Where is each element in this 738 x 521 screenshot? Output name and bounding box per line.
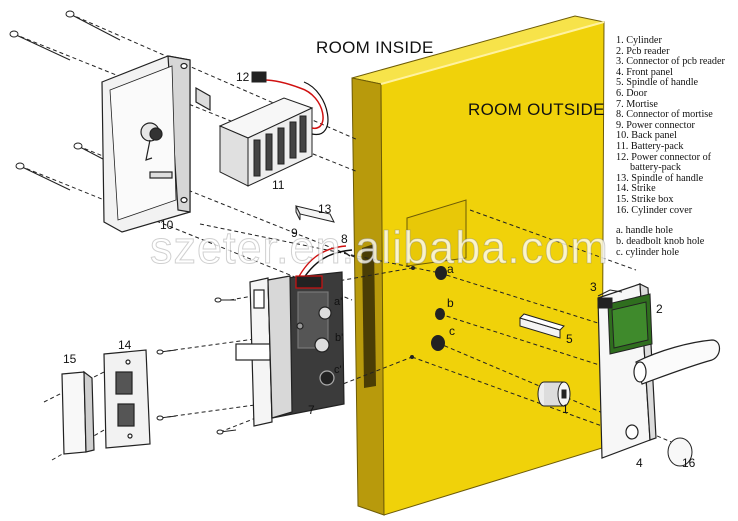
legend-item: 8. Connector of mortise bbox=[616, 109, 713, 121]
legend-item: 13. Spindle of handle bbox=[616, 172, 704, 184]
part-label-3: 3 bbox=[590, 280, 597, 294]
part-label-11: 11 bbox=[272, 178, 285, 192]
cylinder-cover bbox=[667, 437, 693, 467]
hole-legend-item: b. deadbolt knob hole bbox=[616, 235, 705, 247]
spindle-of-handle-13 bbox=[295, 205, 335, 223]
hole-label-a: a bbox=[447, 262, 454, 276]
room-outside-heading: ROOM OUTSIDE bbox=[468, 100, 605, 119]
legend-item: 14. Strike bbox=[616, 183, 656, 195]
battery-pack bbox=[218, 71, 329, 187]
mortise-slot bbox=[362, 244, 376, 388]
legend-item: 1. Cylinder bbox=[616, 35, 662, 46]
legend-item: 6. Door bbox=[616, 87, 648, 99]
pcb-reader bbox=[597, 289, 653, 355]
strike bbox=[103, 349, 151, 449]
part-label-4: 4 bbox=[636, 456, 643, 470]
part-label-13: 13 bbox=[318, 202, 332, 216]
part-label-15: 15 bbox=[63, 352, 77, 366]
hole-legend-item: a. handle hole bbox=[616, 225, 673, 236]
legend-item: 9. Power connector bbox=[616, 119, 695, 131]
part-label-16: 16 bbox=[682, 456, 696, 470]
cylinder bbox=[537, 381, 571, 407]
legend-item: 15. Strike box bbox=[616, 193, 674, 205]
door-edge-cutout bbox=[406, 199, 467, 267]
part-label-8: 8 bbox=[341, 232, 348, 246]
room-inside-heading: ROOM INSIDE bbox=[316, 38, 434, 57]
legend-item-continuation: battery-pack bbox=[630, 162, 681, 174]
legend-item: 12. Power connector of bbox=[616, 151, 712, 163]
box-label-b: b' bbox=[335, 332, 344, 344]
box-label-c: c' bbox=[334, 364, 342, 376]
part-label-5: 5 bbox=[566, 332, 573, 346]
hole-label-c: c bbox=[449, 324, 455, 338]
legend-item: 16. Cylinder cover bbox=[616, 204, 693, 216]
legend-item: 5. Spindle of handle bbox=[616, 77, 699, 89]
part-label-2: 2 bbox=[656, 302, 663, 316]
legend-item: 10. Back panel bbox=[616, 130, 677, 142]
strike-box bbox=[61, 370, 95, 455]
legend-item: 3. Connector of pcb reader bbox=[616, 56, 725, 68]
parts-legend: 1. Cylinder 2. Pcb reader 3. Connector o… bbox=[616, 35, 738, 216]
part-label-12: 12 bbox=[236, 70, 250, 84]
spindle-of-handle-5 bbox=[519, 313, 565, 339]
legend-item: 2. Pcb reader bbox=[616, 45, 670, 57]
hole-legend-item: c. cylinder hole bbox=[616, 246, 680, 258]
hole-label-b: b bbox=[447, 296, 454, 310]
part-label-1: 1 bbox=[562, 402, 569, 416]
screws bbox=[9, 10, 237, 435]
box-label-a: a' bbox=[334, 296, 343, 308]
legend-item: 4. Front panel bbox=[616, 66, 673, 78]
mortise bbox=[235, 271, 345, 427]
back-panel bbox=[101, 55, 211, 233]
part-label-7: 7 bbox=[308, 403, 315, 417]
holes-legend: a. handle hole b. deadbolt knob hole c. … bbox=[616, 225, 738, 258]
watermark-text: szeter.en.alibaba.com bbox=[150, 222, 609, 274]
legend-item: 11. Battery-pack bbox=[616, 140, 684, 152]
part-label-10: 10 bbox=[160, 218, 174, 232]
legend-item: 7. Mortise bbox=[616, 98, 658, 110]
part-label-14: 14 bbox=[118, 338, 132, 352]
part-label-9: 9 bbox=[291, 226, 298, 240]
